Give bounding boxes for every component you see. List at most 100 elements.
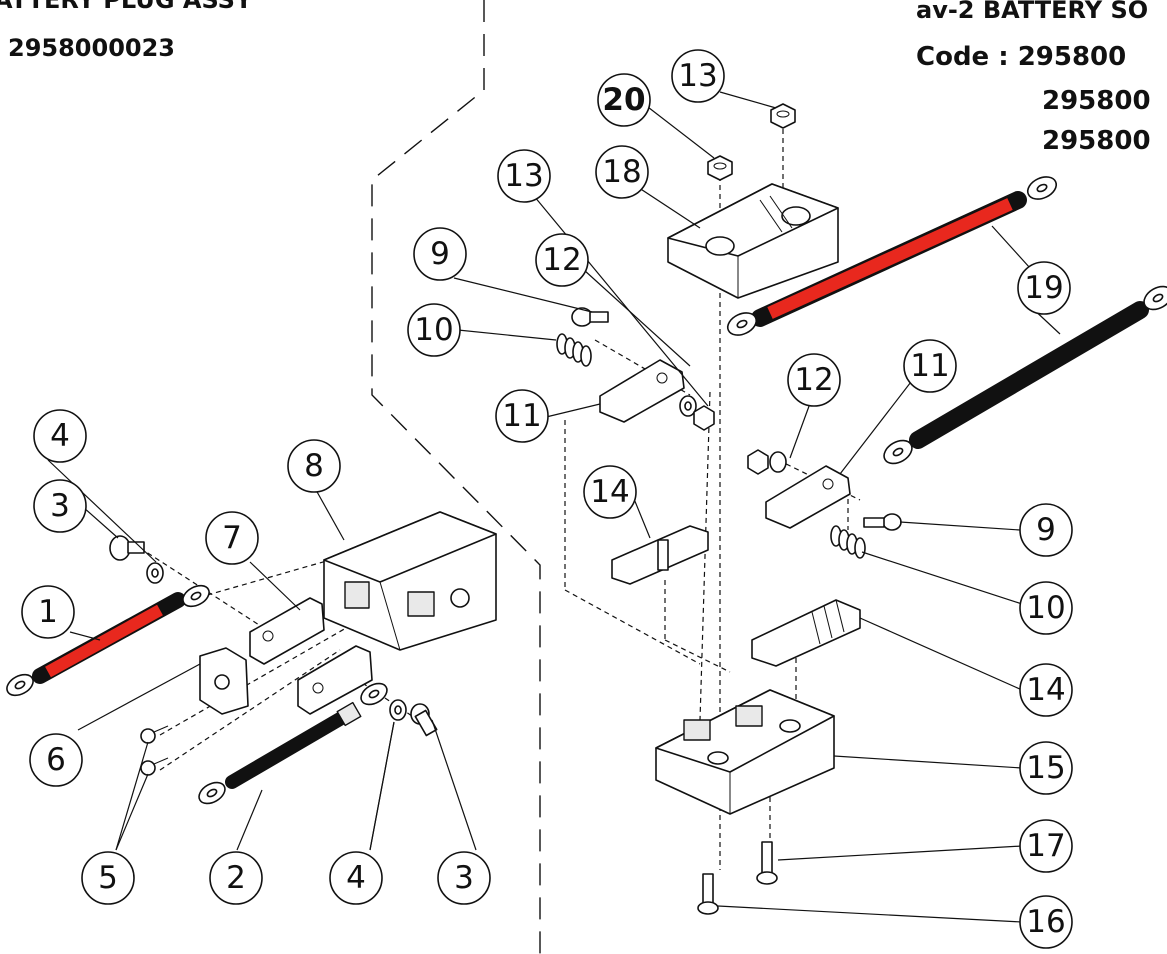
- callout-12-upper: 12: [535, 233, 589, 287]
- terminal-part-7: [249, 597, 373, 715]
- nut-part-13-upper: [693, 405, 715, 431]
- svg-text:3: 3: [454, 860, 474, 896]
- callout-13-upper: 13: [497, 149, 551, 203]
- callout-10-upper: 10: [407, 303, 461, 357]
- latch-part-14-left: [611, 525, 709, 585]
- svg-text:11: 11: [910, 348, 949, 384]
- svg-text:12: 12: [542, 242, 581, 278]
- svg-text:4: 4: [50, 418, 70, 454]
- svg-text:3: 3: [50, 488, 70, 524]
- nut-part-20: [707, 155, 733, 181]
- callout-4-lower: 4: [329, 851, 383, 905]
- assembly-divider: [371, 0, 541, 954]
- callout-7: 7: [205, 511, 259, 565]
- svg-text:11: 11: [502, 398, 541, 434]
- base-part-15: [655, 689, 835, 815]
- header-left-title: ATTERY PLUG ASSY: [0, 0, 253, 14]
- red-cable-part-1: [6, 584, 210, 697]
- contact-part-11-upper: [599, 359, 685, 423]
- svg-text:5: 5: [98, 860, 118, 896]
- dash-line: [664, 639, 731, 673]
- header-left-code: 2958000023: [8, 34, 175, 62]
- callout-18: 18: [595, 145, 649, 199]
- callout-8: 8: [287, 439, 341, 493]
- dash-line: [159, 619, 361, 736]
- callout-1: 1: [21, 585, 75, 639]
- screw-part-17: [756, 841, 778, 885]
- screw-part-3-bottom: [410, 703, 438, 737]
- callout-14-left: 14: [583, 465, 637, 519]
- svg-text:15: 15: [1026, 750, 1065, 786]
- spring-part-10-right: [830, 525, 866, 559]
- callout-3-upper: 3: [33, 479, 87, 533]
- screw-part-16: [697, 873, 719, 915]
- svg-text:16: 16: [1026, 904, 1065, 940]
- svg-text:8: 8: [304, 448, 324, 484]
- black-cable-part-19: [883, 285, 1167, 465]
- contact-part-11-right: [765, 465, 851, 529]
- callout-12-right: 12: [787, 353, 841, 407]
- svg-text:12: 12: [794, 362, 833, 398]
- callout-9-right: 9: [1019, 503, 1073, 557]
- callout-17: 17: [1019, 819, 1073, 873]
- washer-part-12-upper: [679, 395, 697, 417]
- dash-line: [699, 391, 711, 721]
- svg-text:9: 9: [1036, 512, 1056, 548]
- callout-11-right: 11: [903, 339, 957, 393]
- callout-10-right: 10: [1019, 581, 1073, 635]
- nut-washer-part-12-right: [747, 449, 787, 475]
- plug-housing-part-8: [323, 511, 497, 651]
- washer-part-4-bottom: [389, 699, 407, 721]
- svg-text:18: 18: [602, 154, 641, 190]
- callout-19: 19: [1017, 261, 1071, 315]
- svg-text:14: 14: [590, 474, 629, 510]
- svg-text:13: 13: [504, 158, 543, 194]
- red-cable-sleeve: [45, 604, 163, 678]
- red-cable-part-19: [726, 176, 1058, 336]
- callout-5: 5: [81, 851, 135, 905]
- dash-line: [159, 649, 341, 771]
- spring-part-10-upper: [556, 333, 592, 367]
- cover-part-18: [667, 183, 839, 299]
- svg-text:14: 14: [1026, 672, 1065, 708]
- callout-3-lower: 3: [437, 851, 491, 905]
- callout-6: 6: [29, 733, 83, 787]
- callout-9-upper: 9: [413, 227, 467, 281]
- callout-13-top: 13: [671, 49, 725, 103]
- latch-part-14-right: [751, 599, 861, 667]
- svg-text:4: 4: [346, 860, 366, 896]
- svg-text:2: 2: [226, 860, 246, 896]
- svg-text:20: 20: [602, 82, 645, 118]
- svg-text:13: 13: [678, 58, 717, 94]
- header-right-title: av-2 BATTERY SO: [916, 0, 1149, 24]
- svg-text:10: 10: [414, 312, 453, 348]
- screw-part-3-top: [109, 535, 145, 561]
- red-cable-19-sleeve: [767, 198, 1013, 319]
- callout-2: 2: [209, 851, 263, 905]
- header-right-code-line2: 295800: [1042, 86, 1151, 116]
- screw-part-9-right: [863, 513, 902, 531]
- svg-text:9: 9: [430, 236, 450, 272]
- callout-11-upper: 11: [495, 389, 549, 443]
- clamp-part-6: [199, 647, 249, 715]
- svg-text:19: 19: [1024, 270, 1063, 306]
- svg-text:10: 10: [1026, 590, 1065, 626]
- callout-4-upper: 4: [33, 409, 87, 463]
- dash-line: [564, 589, 701, 665]
- dash-line: [139, 547, 271, 633]
- nut-part-13-top: [770, 103, 796, 129]
- svg-text:6: 6: [46, 742, 66, 778]
- screw-part-9-upper: [571, 307, 609, 327]
- black-cable-part-2: [198, 682, 388, 805]
- dash-line: [189, 559, 331, 601]
- washer-part-4-top: [146, 562, 164, 584]
- callout-14-right: 14: [1019, 663, 1073, 717]
- header-right-code-line3: 295800: [1042, 126, 1151, 156]
- svg-text:1: 1: [38, 594, 58, 630]
- callout-20: 20: [597, 73, 651, 127]
- callout-16: 16: [1019, 895, 1073, 949]
- header-right-code-line1: Code : 295800: [916, 42, 1127, 72]
- svg-text:17: 17: [1026, 828, 1065, 864]
- callout-15: 15: [1019, 741, 1073, 795]
